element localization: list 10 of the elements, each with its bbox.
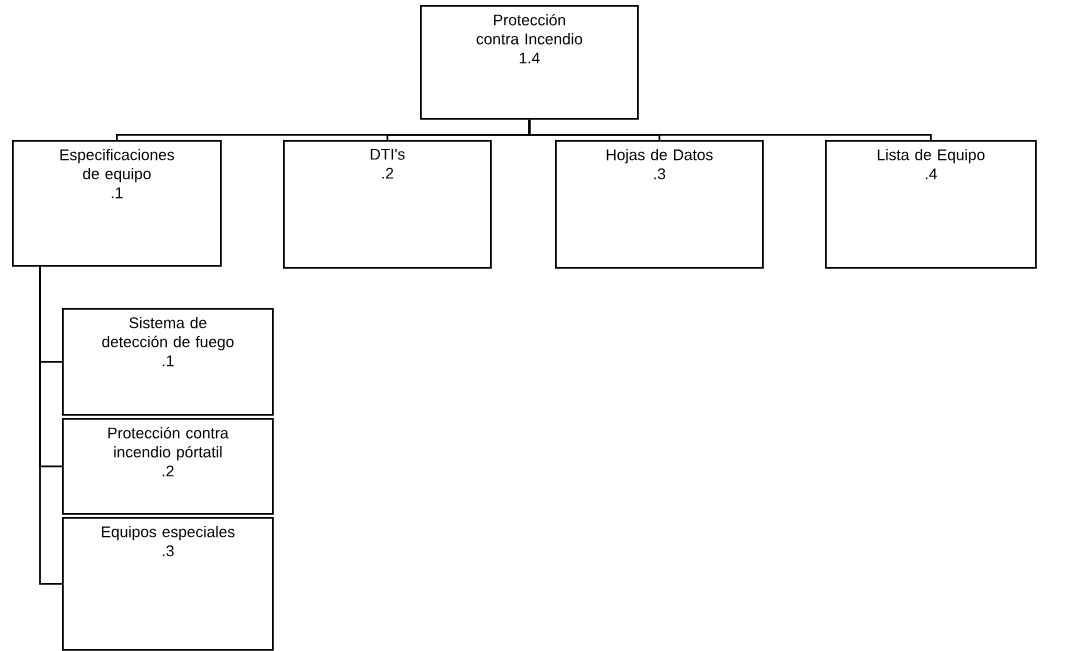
connector-line — [528, 118, 932, 141]
box: DTI's .2 — [283, 140, 492, 269]
connector-line — [39, 265, 63, 585]
box: Protección contra Incendio 1.4 — [420, 5, 639, 120]
box: Sistema de detección de fuego .1 — [62, 308, 274, 416]
box: Hojas de Datos .3 — [555, 140, 764, 269]
box: Protección contra incendio pórtatil .2 — [62, 418, 274, 515]
box: Especificaciones de equipo .1 — [12, 140, 222, 267]
box: Equipos especiales .3 — [62, 517, 274, 651]
box: Lista de Equipo .4 — [825, 140, 1037, 269]
